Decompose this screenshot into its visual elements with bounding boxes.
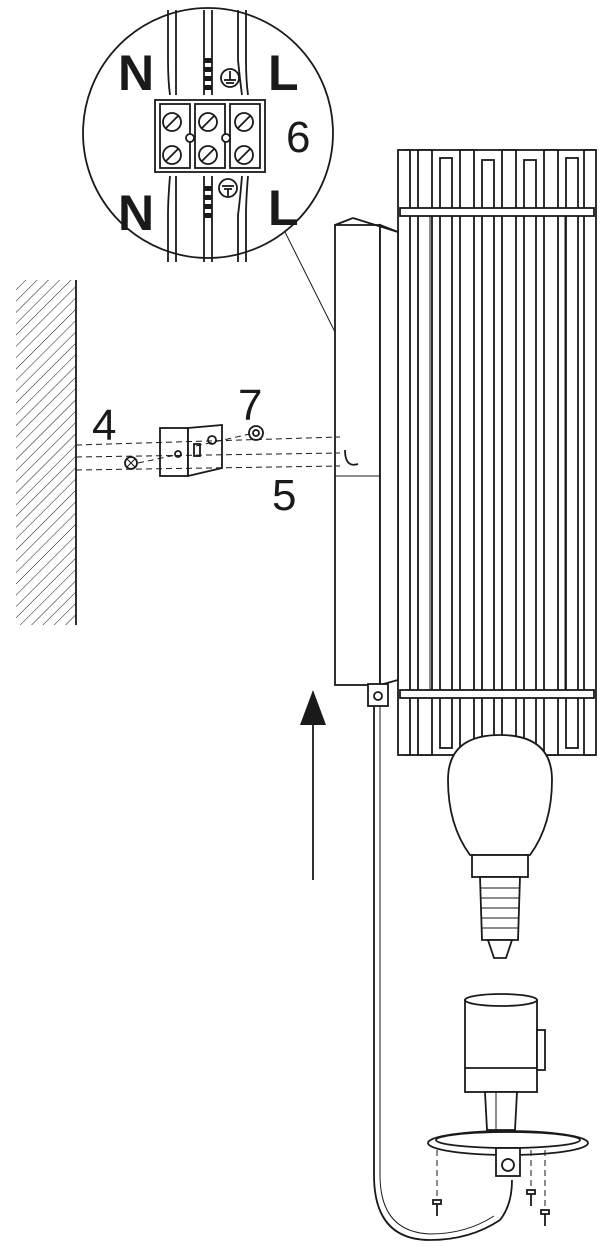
- wall-hatching: [16, 280, 77, 625]
- step-6-label: 6: [286, 113, 310, 162]
- light-bulb: [447, 734, 553, 959]
- ground-icon: [218, 178, 238, 198]
- step-7-label: 7: [238, 381, 262, 430]
- wiring-detail-circle: N L N L 6: [82, 7, 334, 262]
- ground-wire-stripes-bottom: [204, 186, 212, 218]
- step-4-label: 4: [92, 401, 116, 450]
- direction-arrow-icon: [300, 690, 326, 880]
- label-live-top: L: [268, 45, 299, 101]
- screw-icon: [124, 456, 138, 470]
- ground-icon: [220, 68, 240, 88]
- cable-gland: [367, 683, 389, 707]
- mounting-bracket: [159, 424, 223, 478]
- lamp-shade: [397, 149, 597, 756]
- canopy-disc: [427, 1130, 589, 1177]
- screw-icon: [526, 1189, 536, 1206]
- label-neutral-bottom: N: [118, 185, 154, 241]
- step-5-label: 5: [272, 471, 296, 520]
- screw-icon: [432, 1199, 442, 1216]
- label-neutral-top: N: [118, 45, 154, 101]
- detail-leader-line: [284, 231, 339, 339]
- mounting-hook: [344, 449, 359, 466]
- lamp-socket: [464, 993, 546, 1131]
- ground-wire-stripes-top: [204, 58, 212, 90]
- terminal-block: [154, 99, 266, 173]
- label-live-bottom: L: [268, 180, 299, 236]
- screw-icon: [540, 1209, 550, 1226]
- lamp-base-plate: [334, 217, 399, 707]
- power-cable: [373, 706, 513, 1241]
